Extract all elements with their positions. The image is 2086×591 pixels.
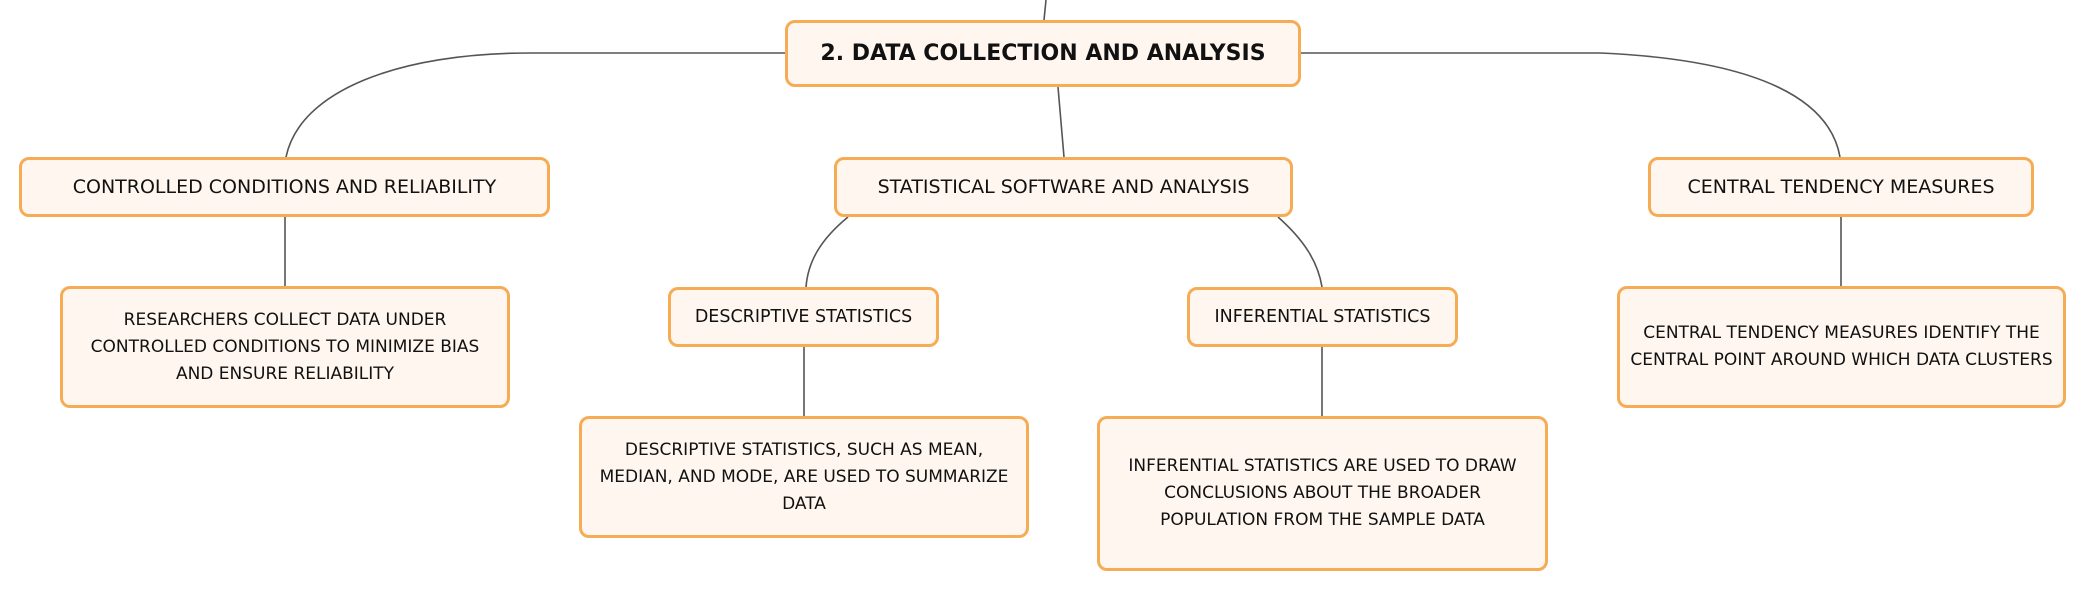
connector-software-to-inferential — [1277, 216, 1323, 288]
topic-label: STATISTICAL SOFTWARE AND ANALYSIS — [877, 176, 1250, 198]
connector-root-to-central — [1301, 52, 1841, 158]
detail-descriptive-statistics[interactable]: DESCRIPTIVE STATISTICS, SUCH AS MEAN, ME… — [579, 416, 1029, 538]
connector-root-to-software — [1057, 86, 1065, 158]
subtopic-inferential-statistics[interactable]: INFERENTIAL STATISTICS — [1187, 287, 1458, 347]
connector-parent-to-root — [1043, 0, 1047, 21]
subtopic-label: DESCRIPTIVE STATISTICS — [694, 307, 913, 327]
detail-text: DESCRIPTIVE STATISTICS, SUCH AS MEAN, ME… — [599, 439, 1009, 514]
topic-controlled-conditions[interactable]: CONTROLLED CONDITIONS AND RELIABILITY — [19, 157, 550, 217]
root-topic-label: 2. DATA COLLECTION AND ANALYSIS — [820, 41, 1266, 66]
root-topic-node[interactable]: 2. DATA COLLECTION AND ANALYSIS — [785, 20, 1301, 87]
detail-central-tendency[interactable]: CENTRAL TENDENCY MEASURES IDENTIFY THE C… — [1617, 286, 2066, 408]
detail-text: CENTRAL TENDENCY MEASURES IDENTIFY THE C… — [1630, 323, 2053, 370]
subtopic-descriptive-statistics[interactable]: DESCRIPTIVE STATISTICS — [668, 287, 939, 347]
subtopic-label: INFERENTIAL STATISTICS — [1214, 307, 1431, 327]
connector-software-to-descriptive — [805, 216, 849, 288]
detail-text: INFERENTIAL STATISTICS ARE USED TO DRAW … — [1128, 456, 1517, 530]
topic-statistical-software[interactable]: STATISTICAL SOFTWARE AND ANALYSIS — [834, 157, 1293, 217]
connector-root-to-controlled — [285, 52, 785, 158]
topic-label: CONTROLLED CONDITIONS AND RELIABILITY — [72, 176, 497, 198]
detail-controlled-conditions[interactable]: RESEARCHERS COLLECT DATA UNDER CONTROLLE… — [60, 286, 510, 408]
topic-central-tendency[interactable]: CENTRAL TENDENCY MEASURES — [1648, 157, 2034, 217]
detail-inferential-statistics[interactable]: INFERENTIAL STATISTICS ARE USED TO DRAW … — [1097, 416, 1548, 571]
topic-label: CENTRAL TENDENCY MEASURES — [1687, 176, 1995, 198]
detail-text: RESEARCHERS COLLECT DATA UNDER CONTROLLE… — [90, 309, 480, 384]
